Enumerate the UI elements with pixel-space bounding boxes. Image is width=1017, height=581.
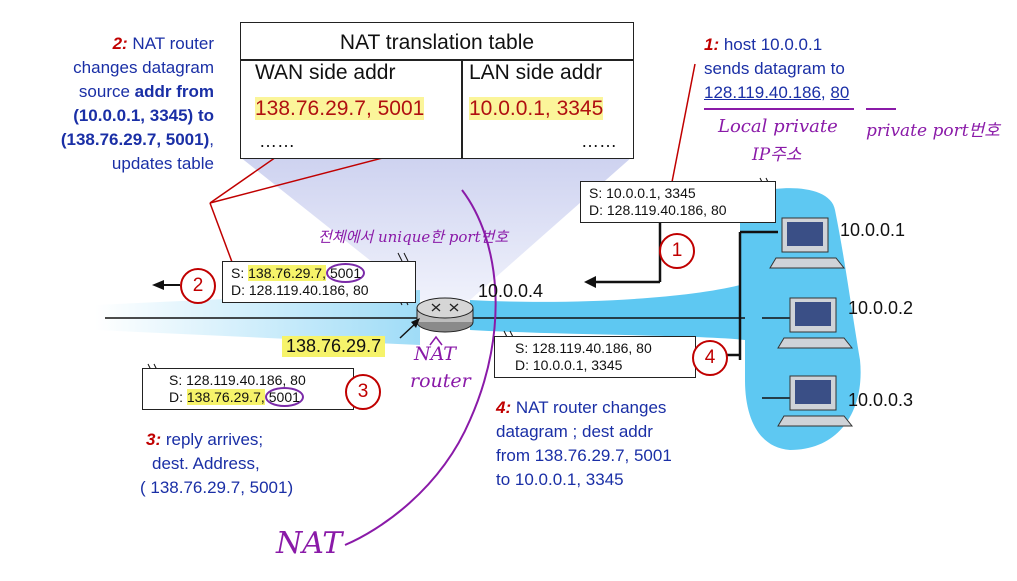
computer-icon-3	[777, 375, 854, 427]
step1-annotation: 1: host 10.0.0.1 sends datagram to 128.1…	[704, 35, 850, 102]
wan-entry: 138.76.29.7, 5001	[255, 97, 425, 120]
dots-left: ……	[259, 131, 295, 151]
step-circle-1: 1	[659, 233, 695, 269]
packet-2: S: 138.76.29.7,5001 D: 128.119.40.186, 8…	[222, 261, 416, 303]
lan-header: LAN side addr	[469, 61, 603, 84]
table-title: NAT translation table	[339, 31, 535, 54]
packet-4: S: 128.119.40.186, 80 D: 10.0.0.1, 3345	[494, 336, 696, 378]
host-3-ip: 10.0.0.3	[848, 390, 914, 410]
step-circle-2: 2	[180, 268, 216, 304]
lan-region	[470, 188, 861, 450]
packet-3: S: 128.119.40.186, 80 D: 138.76.29.7,500…	[142, 368, 354, 410]
computer-icon-2	[777, 297, 854, 349]
router-wan-ip: 138.76.29.7	[282, 336, 386, 357]
wan-header: WAN side addr	[255, 61, 396, 84]
router-lan-ip: 10.0.0.4	[478, 281, 544, 301]
callout-line-c	[209, 202, 233, 263]
zoom-cone	[240, 157, 632, 300]
handwritten-ip-addr: IP주소	[752, 145, 802, 165]
handwritten-unique-port: 전체에서 unique한 port번호	[318, 228, 509, 246]
packet-1: S: 10.0.0.1, 3345 D: 128.119.40.186, 80	[580, 181, 776, 223]
handwritten-private-port: private port번호	[866, 121, 1000, 141]
step4-annotation: 4: NAT router changes datagram ; dest ad…	[496, 398, 672, 489]
nat-translation-table: NAT translation table WAN side addr LAN …	[240, 22, 634, 159]
host-1-ip: 10.0.0.1	[840, 220, 906, 240]
computer-icon-1	[769, 217, 846, 269]
dots-right: ……	[581, 131, 617, 151]
step2-annotation: 2: NAT router changes datagram source ad…	[60, 34, 214, 173]
handwritten-nat-bottom: NAT	[276, 526, 343, 561]
handwritten-local-private: Local private	[718, 116, 838, 137]
step-circle-3: 3	[345, 374, 381, 410]
lan-entry: 10.0.0.1, 3345	[469, 97, 604, 120]
handwritten-curve	[344, 189, 497, 546]
step-circle-4: 4	[692, 340, 728, 376]
handwritten-router: router	[410, 370, 471, 392]
host-2-ip: 10.0.0.2	[848, 298, 914, 318]
handwritten-nat: NAT	[414, 343, 456, 365]
callout-line-d	[671, 63, 696, 183]
step3-annotation: 3: reply arrives; dest. Address, ( 138.7…	[140, 430, 294, 497]
router-icon	[416, 297, 474, 333]
